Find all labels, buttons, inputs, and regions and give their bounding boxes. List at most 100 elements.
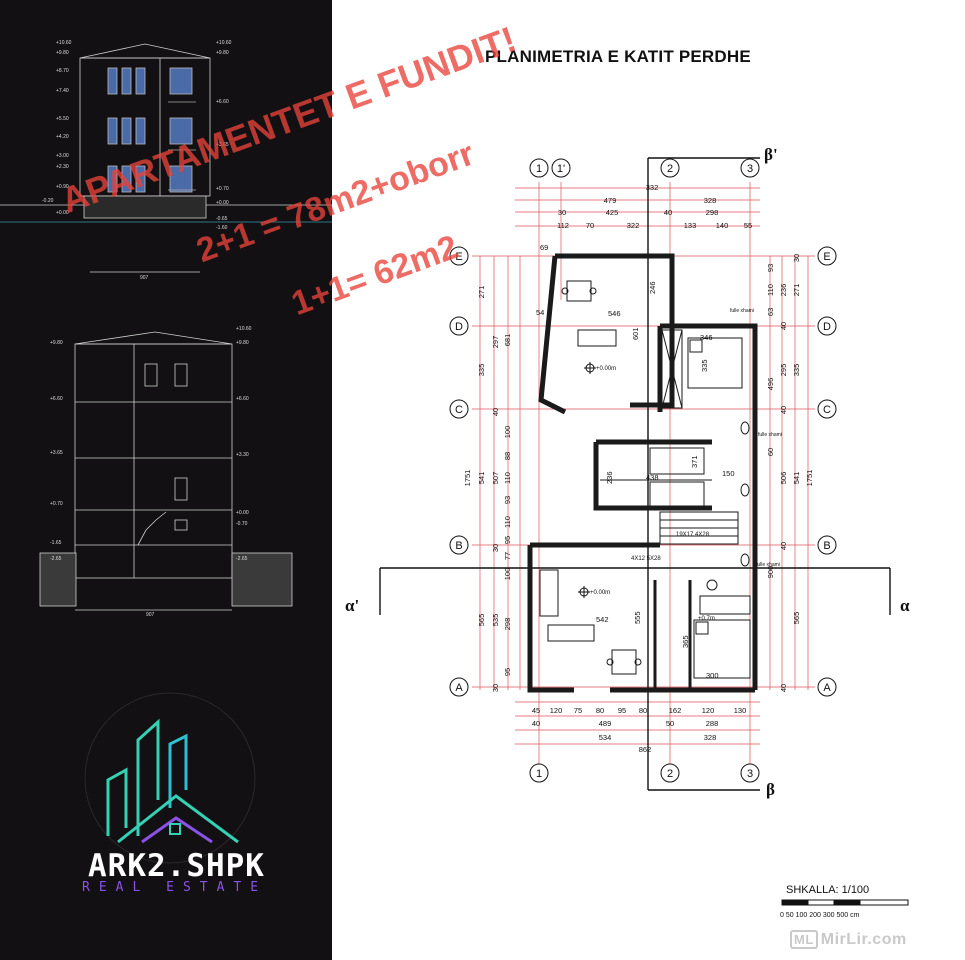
dimension-left: 271 297 335 40 681 100 88 110 541 507 17… <box>463 286 512 692</box>
dim-label: 535 <box>491 614 500 627</box>
axis-col-label: 2 <box>667 768 673 780</box>
stairs-label: 19X17 4X28 <box>676 532 710 538</box>
ark2-logo <box>84 692 256 864</box>
elevation-level: +0.70 <box>216 186 229 192</box>
dim-label: 288 <box>706 719 719 728</box>
dim-label: 140 <box>716 221 729 230</box>
room-dim: 335 <box>700 359 709 372</box>
level-mark: +0.7m <box>698 616 715 622</box>
dim-label: 479 <box>604 196 617 205</box>
section-level: +3.30 <box>236 452 249 458</box>
section-level: +6.60 <box>236 396 249 402</box>
section-mark-right: α <box>900 596 910 615</box>
axis-col-label: 1 <box>536 163 542 175</box>
section-level: +10.60 <box>236 326 252 332</box>
dim-label: 298 <box>503 618 512 631</box>
room-dim: 601 <box>631 327 640 340</box>
room-dim: 54 <box>536 308 544 317</box>
room-labels: 546 601 246 346 335 371 150 438 236 542 … <box>536 243 782 680</box>
dim-label: 681 <box>503 334 512 347</box>
dim-label: 88 <box>503 452 512 460</box>
page-title: PLANIMETRIA E KATIT PERDHE <box>485 47 751 66</box>
dim-label: 95 <box>503 536 512 544</box>
section-level: +6.60 <box>50 396 63 402</box>
elevation-level: -1.60 <box>216 225 228 231</box>
elevation-level: +3.65 <box>216 142 229 148</box>
room-dim: 69 <box>540 243 548 252</box>
elevation-level: +10.60 <box>216 40 232 46</box>
axis-markers <box>449 158 837 783</box>
axis-col-label: 1 <box>536 768 542 780</box>
dim-label: 425 <box>606 208 619 217</box>
dim-label: 100 <box>503 568 512 581</box>
dim-label: 297 <box>491 336 500 349</box>
section-level: +3.65 <box>50 450 63 456</box>
plan-walls <box>527 253 758 693</box>
dim-label: 335 <box>792 364 801 377</box>
axis-row-label: B <box>455 540 462 552</box>
dim-label: 162 <box>669 706 682 715</box>
elevation-level: +9.80 <box>56 50 69 56</box>
dim-label: 40 <box>779 406 788 414</box>
axis-labels: 1 1' 2 3 1 2 3 E D C B A E D C B A <box>455 163 831 780</box>
section-level: -2.65 <box>50 556 62 562</box>
section-mark-bottom: β <box>766 780 775 799</box>
dim-label: 60 <box>766 448 775 456</box>
axis-row-label: D <box>455 321 463 333</box>
dimension-bottom: 45 120 75 80 95 80 162 120 130 40 489 50… <box>532 706 746 754</box>
section-level-marks: +9.80 +6.60 +3.65 +0.70 -1.65 -2.65 +10.… <box>50 326 252 618</box>
section-level: +9.80 <box>50 340 63 346</box>
plan-furniture <box>539 280 751 679</box>
dim-label: 298 <box>706 208 719 217</box>
elevation-level: -0.65 <box>216 216 228 222</box>
dim-label: 328 <box>704 733 717 742</box>
dim-label: 40 <box>664 208 672 217</box>
axis-row-label: D <box>823 321 831 333</box>
elevation-level: +0.90 <box>56 184 69 190</box>
axis-row-label: A <box>455 682 463 694</box>
dim-label: 50 <box>666 719 674 728</box>
dim-label: 40 <box>779 322 788 330</box>
axis-row-label: C <box>823 404 831 416</box>
elevation-level: +10.60 <box>56 40 72 46</box>
elevation-level: +0.00 <box>216 200 229 206</box>
elevation-level: +7.40 <box>56 88 69 94</box>
elevation-width: 907 <box>140 275 149 281</box>
axis-row-label: B <box>823 540 830 552</box>
scale-bar <box>781 899 909 906</box>
brand-tagline: REAL ESTATE <box>82 880 268 895</box>
dim-label: 120 <box>550 706 563 715</box>
axis-row-label: A <box>823 682 831 694</box>
dim-label: 110 <box>503 516 512 528</box>
dim-label: 75 <box>574 706 582 715</box>
dim-label: 565 <box>477 614 486 627</box>
dim-label: 1751 <box>805 470 814 487</box>
dim-label: 112 <box>557 221 569 230</box>
section-level: +9.80 <box>236 340 249 346</box>
scale-label: SHKALLA: 1/100 <box>786 884 870 896</box>
room-dim: 371 <box>690 455 699 468</box>
dim-label: 110 <box>503 472 512 484</box>
dim-label: 900 <box>766 566 775 579</box>
section-level: +0.70 <box>50 501 63 507</box>
section-mark-top: β' <box>764 145 778 164</box>
level-mark: +0.00m <box>596 366 616 372</box>
room-dim: 236 <box>605 471 614 484</box>
section-lines <box>379 157 891 791</box>
elevation-level: +0.00 <box>56 210 69 216</box>
dim-label: 541 <box>477 472 486 485</box>
dim-label: 130 <box>734 706 747 715</box>
axis-col-label: 1' <box>557 163 565 175</box>
section-marks: β' β α' α <box>345 145 910 799</box>
elevation-level: +5.50 <box>56 116 69 122</box>
dim-label: 534 <box>599 733 612 742</box>
dim-label: 271 <box>477 286 486 299</box>
dim-label: 100 <box>503 426 512 439</box>
section-level: -0.70 <box>236 521 248 527</box>
dim-label: 30 <box>792 254 801 262</box>
building-section <box>39 331 293 611</box>
elevation-level: +3.00 <box>56 153 69 159</box>
room-dim: 438 <box>646 473 659 482</box>
